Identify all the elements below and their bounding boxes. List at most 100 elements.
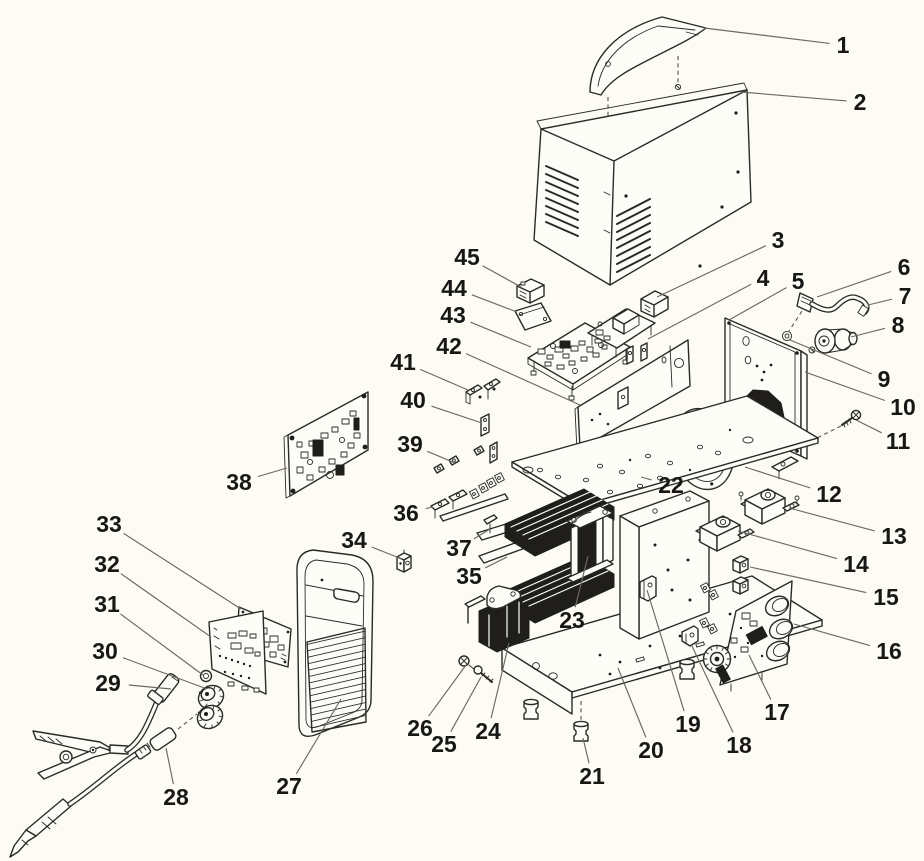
callout-21: 21 [579,737,605,789]
part-number: 42 [436,333,462,359]
leader-line [582,737,590,764]
leader-line [128,684,172,690]
callout-16: 16 [793,623,902,664]
rubber-foot-part [573,701,589,742]
part-number: 15 [873,584,899,610]
callout-36: 36 [393,500,434,526]
part-number: 45 [454,244,480,270]
part-number: 29 [95,670,121,696]
micro-switch-part [732,555,749,595]
pcb-components-icon [296,410,361,481]
capacitor-pcb-part [702,580,794,692]
leader-line [450,676,482,732]
leader-line [816,270,892,298]
callout-10: 10 [804,371,916,420]
callout-3: 3 [656,227,784,298]
callout-6: 6 [816,254,911,298]
leader-line [737,530,838,560]
callout-29: 29 [95,670,172,696]
leader-line [431,405,483,424]
leader-line [473,528,491,540]
panel-nut-part [199,669,213,683]
part-number: 16 [876,638,902,664]
part-number: 21 [579,763,605,789]
part-number: 37 [446,535,472,561]
pcb-components-icon [537,337,614,374]
leader-line [855,419,882,434]
leader-line [419,368,469,391]
leader-line [427,450,456,464]
leader-line [120,613,204,676]
leader-line [428,664,467,717]
leader-line [490,642,510,719]
leader-line [748,654,772,700]
part-number: 6 [898,254,911,280]
leader-line [165,747,174,785]
aux-pcb-part [587,308,656,358]
part-number: 8 [892,312,905,338]
leader-line [656,245,767,298]
leader-line [647,283,752,340]
callout-11: 11 [855,419,910,454]
leader-line [465,353,581,406]
cable-connector-part [134,713,198,760]
callout-24: 24 [475,642,510,744]
divider-panel-part [574,339,691,452]
callout-1: 1 [703,27,850,58]
leader-line [789,339,872,375]
callout-38: 38 [226,467,288,495]
part-number: 22 [658,472,684,498]
callout-40: 40 [400,387,483,424]
electrode-holder-part [9,751,139,858]
part-number: 27 [276,773,302,799]
leader-line [740,91,847,102]
leader-line [470,321,532,348]
output-socket-part [196,704,224,730]
callout-2: 2 [740,89,866,115]
callout-9: 9 [789,339,890,392]
relay-part [695,515,755,552]
screw-part [473,665,494,683]
fuse-clip-part [430,472,505,534]
callout-43: 43 [440,302,532,348]
leader-line [703,27,830,44]
shelf-holes-icon [536,428,732,495]
corner-bracket-part [681,625,699,647]
leader-line [471,294,518,313]
callout-41: 41 [390,349,469,391]
part-number: 7 [899,283,912,309]
callout-8: 8 [850,312,905,338]
leader-line [788,507,875,532]
part-number: 23 [559,607,585,633]
vent-grille-icon [545,165,579,237]
callout-17: 17 [748,654,790,725]
part-number: 28 [163,784,189,810]
part-number: 40 [400,387,426,413]
part-number: 1 [837,32,850,58]
part-number: 10 [890,394,916,420]
callout-35: 35 [456,556,508,589]
leader-line [295,698,342,775]
output-inductor-part [619,490,710,640]
callout-19: 19 [646,589,701,737]
leader-line [425,506,434,510]
capacitor-icon [764,595,794,662]
callout-12: 12 [744,466,842,507]
callout-7: 7 [867,283,912,309]
leader-line [749,566,867,594]
part-number: 19 [675,711,701,737]
leader-line [728,287,787,321]
power-cable-part [788,292,870,332]
callout-30: 30 [92,638,208,690]
callout-39: 39 [397,431,456,464]
control-pcb-part [283,391,369,499]
panel-stud-icon [781,330,793,342]
callout-26: 26 [407,664,467,741]
leader-line [867,298,893,306]
leader-line [646,589,685,712]
part-number: 24 [475,718,501,744]
leader-line [485,556,508,569]
callout-20: 20 [617,667,664,763]
